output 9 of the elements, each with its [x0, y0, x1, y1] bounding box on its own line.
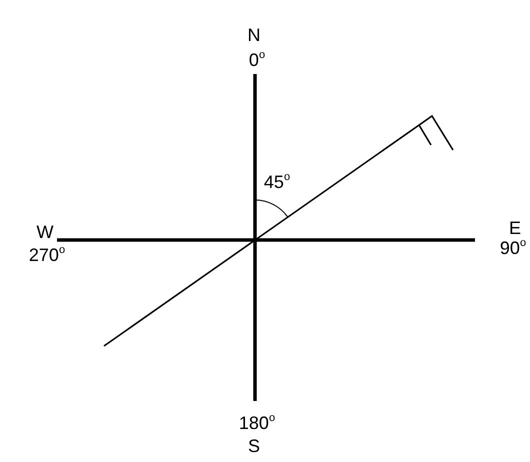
angle-label: 45$^{o}$: [264, 172, 290, 192]
direction-label: W: [36, 222, 54, 242]
degree-label: 90$^{o}$: [500, 238, 526, 258]
degree-label: 180$^{o}$: [238, 413, 276, 433]
direction-label: E: [509, 218, 521, 238]
degree-label: 270$^{o}$: [28, 245, 66, 265]
direction-label: S: [248, 436, 260, 456]
direction-label: N: [248, 25, 260, 45]
degree-label: 0$^{o}$: [248, 50, 266, 70]
